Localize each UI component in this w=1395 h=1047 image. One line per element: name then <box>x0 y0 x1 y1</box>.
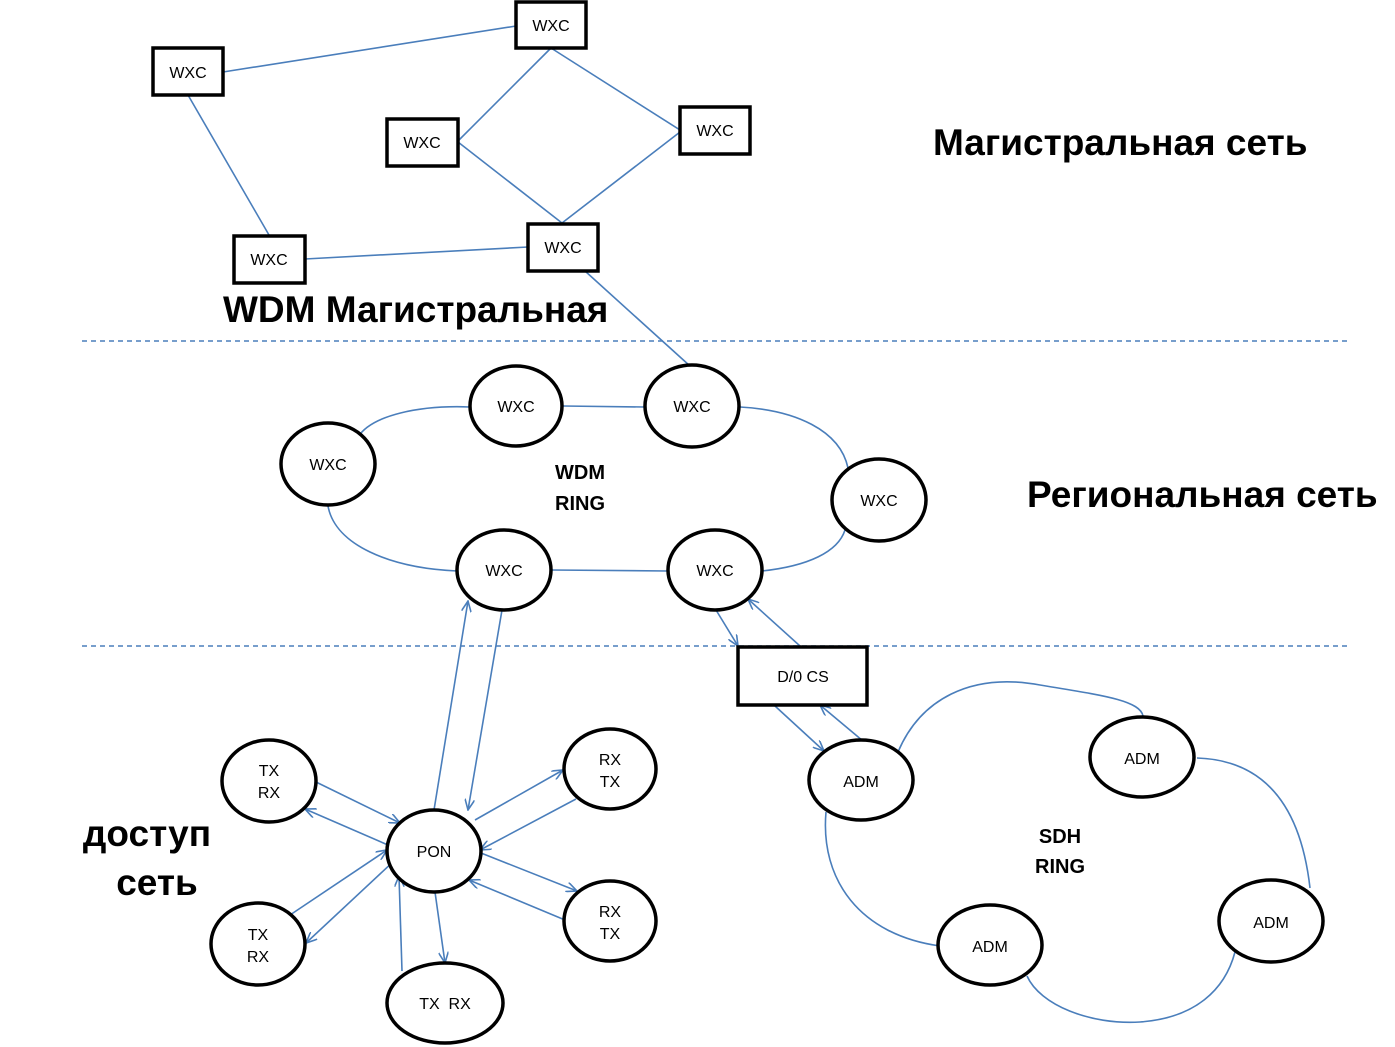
node-label: ADM <box>843 774 879 791</box>
node-label: WXC <box>860 493 897 510</box>
access-node-tr: RX TX <box>562 727 658 811</box>
sdh-ring-label-line2: RING <box>1035 856 1085 878</box>
node-label: TX <box>600 774 621 791</box>
node-label: WXC <box>309 457 346 474</box>
node-label: WXC <box>403 135 440 152</box>
node-label: WXC <box>696 563 733 580</box>
node-label: TX <box>259 763 280 780</box>
dcs-node: D/0 CS <box>736 645 869 707</box>
wdm-ring-label-line2: RING <box>555 493 605 515</box>
node-label: WXC <box>497 399 534 416</box>
node-label: TX RX <box>419 996 471 1013</box>
interconnect-arrows <box>433 599 864 810</box>
sdh-node: ADM <box>1217 878 1325 964</box>
access-node-bottom: TX RX <box>385 961 505 1045</box>
node-label: WXC <box>532 18 569 35</box>
core-links <box>187 25 691 367</box>
pon-node: PON <box>385 808 483 894</box>
core-node: WXC <box>526 222 600 273</box>
node-label: RX <box>599 904 622 921</box>
node-label: TX <box>600 926 621 943</box>
core-node: WXC <box>514 0 588 50</box>
regional-node: WXC <box>666 528 764 612</box>
core-node: WXC <box>385 117 460 168</box>
sdh-ring-links <box>824 681 1311 1024</box>
pon-arrows <box>289 770 577 972</box>
node-label: D/0 CS <box>777 669 829 686</box>
sdh-node: ADM <box>1088 715 1196 799</box>
regional-node: WXC <box>830 457 928 543</box>
node-label: ADM <box>972 939 1008 956</box>
regional-network-title: Региональная сеть <box>1027 474 1378 515</box>
node-label: WXC <box>696 123 733 140</box>
core-node: WXC <box>678 105 752 156</box>
node-label: ADM <box>1124 751 1160 768</box>
node-label: WXC <box>544 240 581 257</box>
sdh-node: ADM <box>807 738 915 822</box>
node-label: WXC <box>485 563 522 580</box>
node-label: WXC <box>250 252 287 269</box>
wdm-ring-label-line1: WDM <box>555 462 605 484</box>
node-label: TX <box>248 927 269 944</box>
sdh-node: ADM <box>936 903 1044 987</box>
wdm-ring-links <box>327 405 849 572</box>
node-label: RX <box>599 752 622 769</box>
core-node: WXC <box>232 234 307 285</box>
sdh-ring-label-line1: SDH <box>1039 826 1081 848</box>
core-network-title: Магистральная сеть <box>933 122 1307 163</box>
node-label: PON <box>417 844 452 861</box>
node-label: WXC <box>169 65 206 82</box>
node-label: RX <box>247 949 270 966</box>
access-node-br: RX TX <box>562 879 658 963</box>
core-node: WXC <box>151 46 225 97</box>
node-label: WXC <box>673 399 710 416</box>
access-network-title-line1: доступ <box>83 813 211 854</box>
regional-node: WXC <box>643 363 741 449</box>
access-node-tl: TX RX <box>220 738 318 824</box>
access-node-bl: TX RX <box>209 901 307 987</box>
node-label: ADM <box>1253 915 1289 932</box>
wdm-core-title: WDM Магистральная <box>223 289 608 330</box>
node-label: RX <box>258 785 281 802</box>
regional-node: WXC <box>455 528 553 612</box>
access-network-title-line2: сеть <box>116 862 198 903</box>
regional-node: WXC <box>279 421 377 507</box>
regional-node: WXC <box>468 364 564 448</box>
